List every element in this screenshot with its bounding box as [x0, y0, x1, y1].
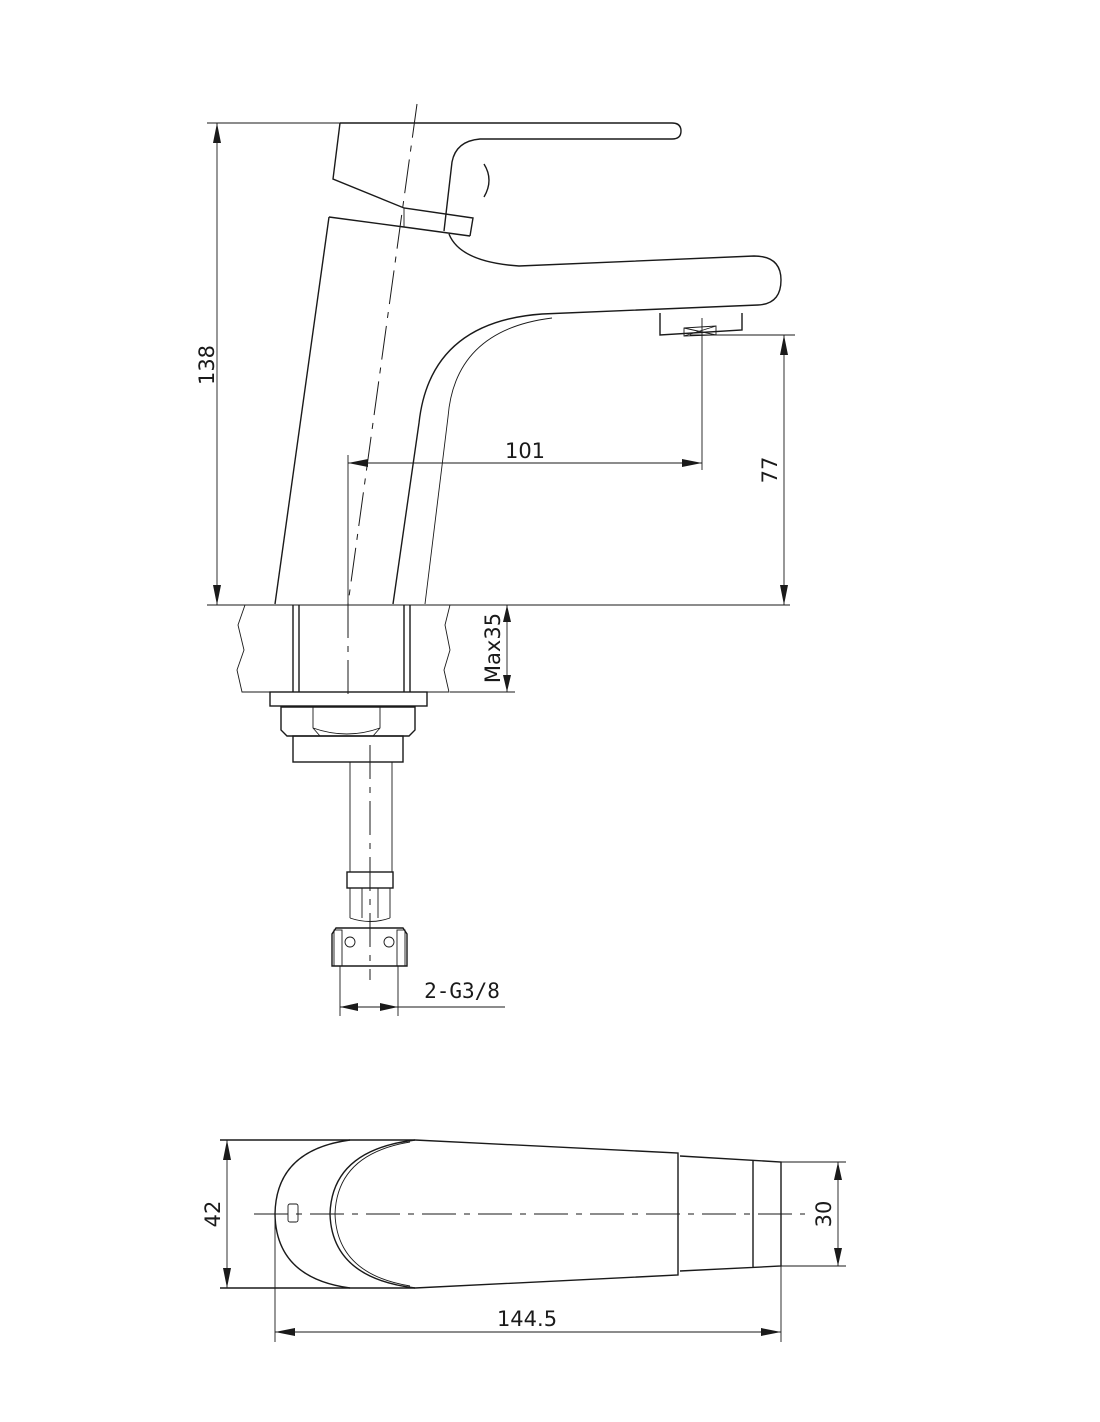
- dimension-label-connection: 2-G3/8: [424, 979, 500, 1003]
- body-centerline: [347, 103, 418, 605]
- braided-hose: [349, 761, 393, 873]
- dimension-label-spout-height: 77: [758, 457, 782, 484]
- faucet-body: [274, 216, 782, 605]
- lever-handle: [332, 122, 682, 237]
- extension-lines: [347, 318, 703, 604]
- dimension-connection: 2-G3/8: [339, 966, 505, 1016]
- dimension-101: 101: [348, 439, 702, 467]
- dimension-label-body-width: 42: [201, 1201, 225, 1228]
- dimension-label-spout-reach: 101: [505, 439, 545, 463]
- top-view-extents: [220, 1139, 415, 1289]
- side-view: 138 101 77 Max35 2-G3/8: [195, 103, 795, 1016]
- dimension-42: 42: [201, 1140, 231, 1288]
- dimension-label-spout-width: 30: [812, 1201, 836, 1228]
- dimension-label-total-height: 138: [195, 345, 219, 385]
- countertop-section: [207, 604, 790, 693]
- mounting-kit: [269, 691, 428, 980]
- dimension-138: 138: [195, 122, 345, 605]
- dimension-max35: Max35: [481, 605, 511, 692]
- dimension-label-max-thickness: Max35: [481, 613, 505, 683]
- dimension-77: 77: [690, 334, 795, 605]
- top-view: 42 30 144.5: [201, 1139, 846, 1342]
- dimension-144-5: 144.5: [274, 1214, 782, 1342]
- dimension-label-total-length: 144.5: [497, 1307, 557, 1331]
- dimension-30: 30: [781, 1161, 846, 1267]
- indicator-slot: [287, 1203, 299, 1223]
